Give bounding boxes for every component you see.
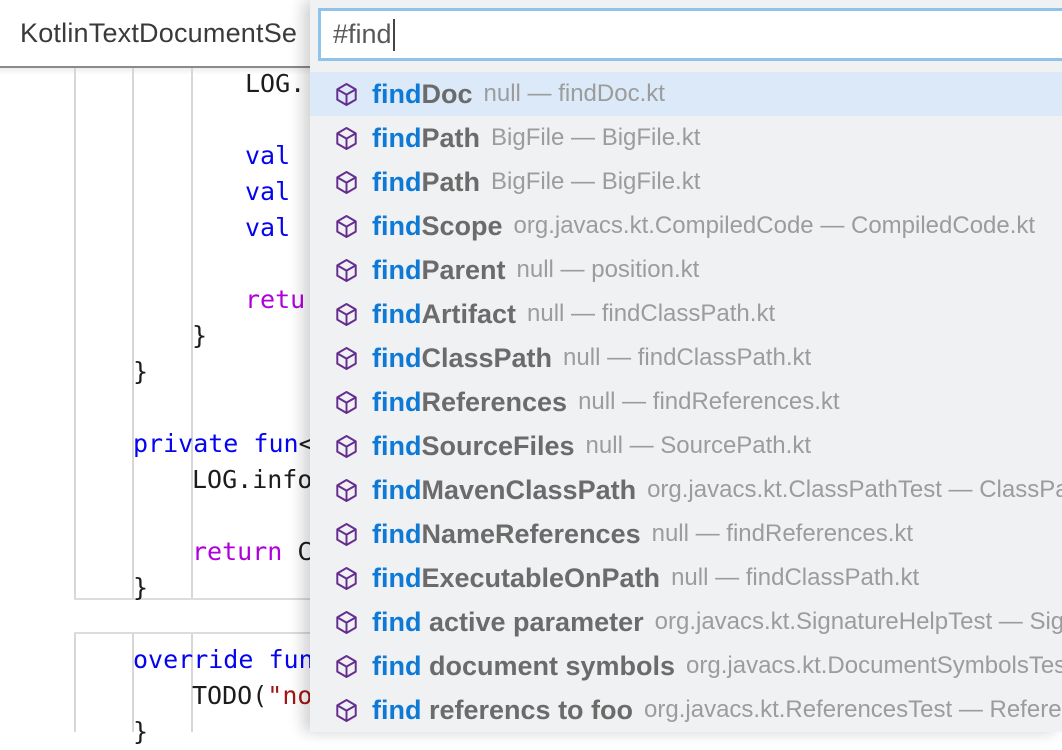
symbol-method-icon [336, 698, 357, 722]
symbol-name: findPath [372, 166, 480, 197]
symbol-method-icon [336, 170, 357, 194]
symbol-method-icon [336, 390, 357, 414]
symbol-detail: BigFile — BigFile.kt [491, 124, 701, 151]
search-input-value: #find [333, 19, 392, 49]
code-line: TODO("no [192, 681, 313, 710]
list-item[interactable]: find referencs to foo org.javacs.kt.Refe… [310, 688, 1062, 732]
search-input[interactable]: #find [318, 8, 1062, 61]
symbol-detail: org.javacs.kt.SignatureHelpTest — Sig [654, 608, 1062, 635]
list-item[interactable]: findParent null — position.kt [310, 248, 1062, 292]
code-line: LOG.info [192, 465, 313, 494]
code-line: private fun< [133, 429, 314, 458]
code-line: val ( [245, 177, 321, 206]
code-line: LOG. [245, 69, 306, 98]
list-item[interactable]: find document symbols org.javacs.kt.Docu… [310, 644, 1062, 688]
list-item[interactable]: findPath BigFile — BigFile.kt [310, 160, 1062, 204]
list-item[interactable]: findDoc null — findDoc.kt [310, 72, 1062, 116]
indent-guide [74, 68, 76, 732]
symbol-detail: BigFile — BigFile.kt [491, 168, 701, 195]
symbol-name: find referencs to foo [372, 694, 634, 725]
symbol-name: find active parameter [372, 606, 644, 637]
symbol-method-icon [336, 478, 357, 502]
symbol-name: findSourceFiles [372, 430, 575, 461]
symbol-detail: org.javacs.kt.DocumentSymbolsTest [686, 652, 1062, 679]
symbol-detail: null — findReferences.kt [578, 388, 840, 415]
list-item[interactable]: findPath BigFile — BigFile.kt [310, 116, 1062, 160]
symbol-method-icon [336, 566, 357, 590]
code-line: val [245, 213, 291, 242]
symbol-name: findParent [372, 254, 506, 285]
list-item[interactable]: findSourceFiles null — SourcePath.kt [310, 424, 1062, 468]
results-list: findDoc null — findDoc.kt findPath BigFi… [310, 72, 1062, 732]
code-line: } [133, 357, 149, 386]
code-line: } [133, 573, 149, 602]
symbol-name: findDoc [372, 78, 473, 109]
symbol-method-icon [336, 434, 357, 458]
indent-guide [191, 68, 193, 732]
symbol-method-icon [336, 82, 357, 106]
symbol-method-icon [336, 610, 357, 634]
symbol-name: findMavenClassPath [372, 474, 637, 505]
symbol-name: findNameReferences [372, 518, 641, 549]
list-item[interactable]: findMavenClassPath org.javacs.kt.ClassPa… [310, 468, 1062, 512]
list-item[interactable]: findClassPath null — findClassPath.kt [310, 336, 1062, 380]
quick-open-popup: #find findDoc null — findDoc.kt findPath… [310, 0, 1062, 732]
symbol-method-icon [336, 654, 357, 678]
symbol-method-icon [336, 302, 357, 326]
symbol-method-icon [336, 214, 357, 238]
symbol-detail: org.javacs.kt.ClassPathTest — ClassPat [647, 476, 1062, 503]
symbol-method-icon [336, 346, 357, 370]
tab-title[interactable]: KotlinTextDocumentSe [20, 17, 298, 48]
symbol-name: findClassPath [372, 342, 553, 373]
symbol-detail: null — findReferences.kt [651, 520, 914, 547]
code-line: } [192, 321, 208, 350]
code-line: val [245, 141, 291, 170]
symbol-method-icon [336, 522, 357, 546]
list-item[interactable]: findExecutableOnPath null — findClassPat… [310, 556, 1062, 600]
symbol-name: findScope [372, 210, 503, 241]
list-item[interactable]: findArtifact null — findClassPath.kt [310, 292, 1062, 336]
symbol-method-icon [336, 258, 357, 282]
list-item[interactable]: find active parameter org.javacs.kt.Sign… [310, 600, 1062, 644]
text-cursor [392, 18, 395, 51]
symbol-detail: null — position.kt [516, 256, 700, 283]
symbol-name: findExecutableOnPath [372, 562, 661, 593]
symbol-name: findPath [372, 122, 480, 153]
symbol-name: findReferences [372, 386, 568, 417]
indent-guide [132, 68, 134, 732]
symbol-detail: null — findClassPath.kt [671, 564, 920, 591]
code-line: return C [192, 537, 313, 566]
symbol-detail: null — findClassPath.kt [527, 300, 776, 327]
symbol-detail: org.javacs.kt.ReferencesTest — Refere [644, 696, 1062, 723]
symbol-name: find document symbols [372, 650, 676, 681]
symbol-detail: null — findClassPath.kt [563, 344, 812, 371]
symbol-name: findArtifact [372, 298, 516, 329]
symbol-detail: null — findDoc.kt [483, 80, 665, 107]
symbol-detail: null — SourcePath.kt [585, 432, 811, 459]
list-item[interactable]: findNameReferences null — findReferences… [310, 512, 1062, 556]
symbol-method-icon [336, 126, 357, 150]
code-line: retu [245, 285, 306, 314]
list-item[interactable]: findReferences null — findReferences.kt [310, 380, 1062, 424]
list-item[interactable]: findScope org.javacs.kt.CompiledCode — C… [310, 204, 1062, 248]
code-layer: LOG. val val ( val retu}} private fun< LOG.inf… [0, 68, 1062, 746]
code-line: } [133, 717, 149, 746]
code-line: override fun [133, 645, 314, 674]
symbol-detail: org.javacs.kt.CompiledCode — CompiledCod… [513, 212, 1036, 239]
